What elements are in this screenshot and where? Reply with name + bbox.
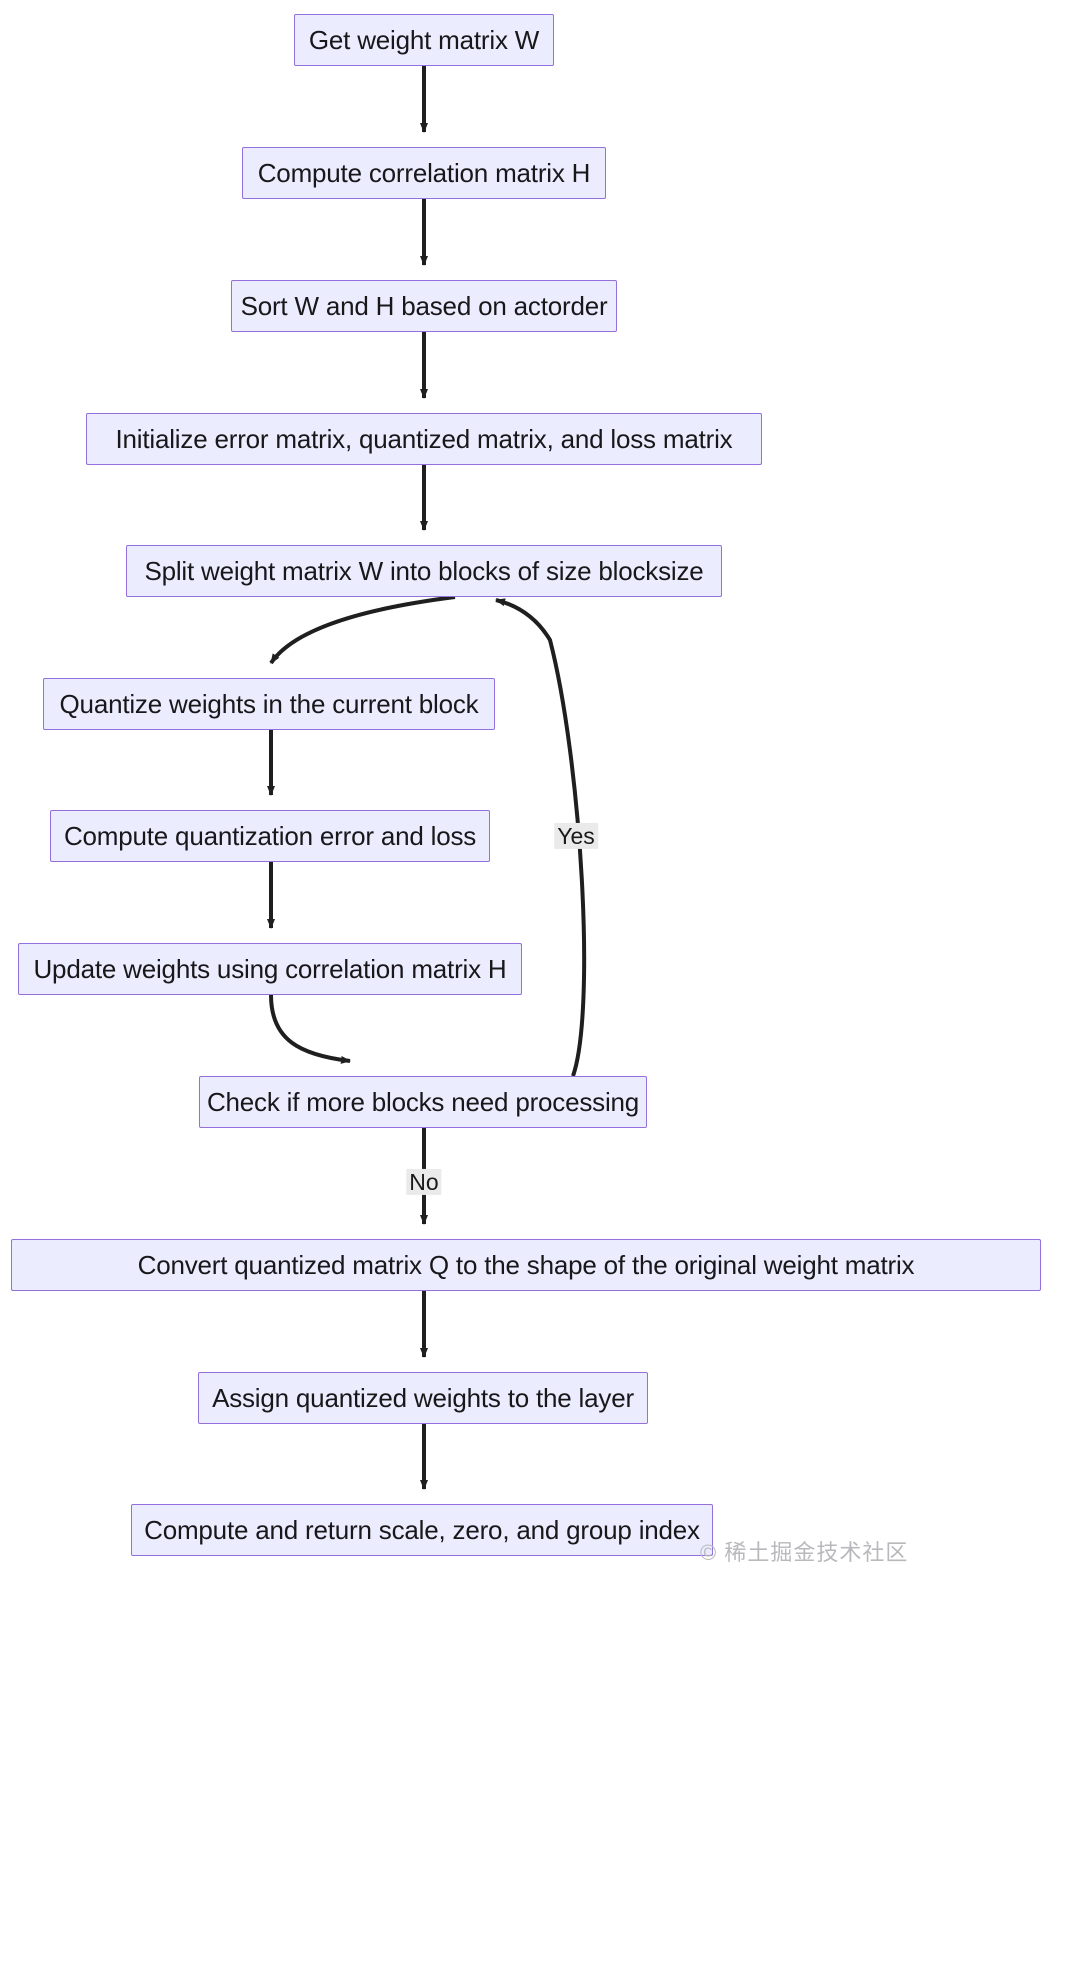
node-compute-return-scale[interactable]: Compute and return scale, zero, and grou… — [131, 1504, 713, 1556]
node-update-weights[interactable]: Update weights using correlation matrix … — [18, 943, 522, 995]
node-initialize-matrices[interactable]: Initialize error matrix, quantized matri… — [86, 413, 762, 465]
edge-split-to-quantize — [269, 595, 456, 665]
node-sort-w-and-h[interactable]: Sort W and H based on actorder — [231, 280, 617, 332]
node-assign-quantized-weights[interactable]: Assign quantized weights to the layer — [198, 1372, 648, 1424]
edge-label-yes: Yes — [554, 822, 598, 850]
edge-update-weights-to-check-blocks — [269, 994, 351, 1064]
node-quantize-weights[interactable]: Quantize weights in the current block — [43, 678, 495, 730]
edge-label-no: No — [406, 1168, 442, 1196]
edge-check-blocks-to-split-yes — [495, 598, 587, 1077]
node-convert-quantized-matrix[interactable]: Convert quantized matrix Q to the shape … — [11, 1239, 1041, 1291]
node-get-weight-matrix[interactable]: Get weight matrix W — [294, 14, 554, 66]
node-check-more-blocks[interactable]: Check if more blocks need processing — [199, 1076, 647, 1128]
node-split-weight-matrix[interactable]: Split weight matrix W into blocks of siz… — [126, 545, 722, 597]
node-compute-correlation[interactable]: Compute correlation matrix H — [242, 147, 606, 199]
node-compute-quant-error[interactable]: Compute quantization error and loss — [50, 810, 490, 862]
